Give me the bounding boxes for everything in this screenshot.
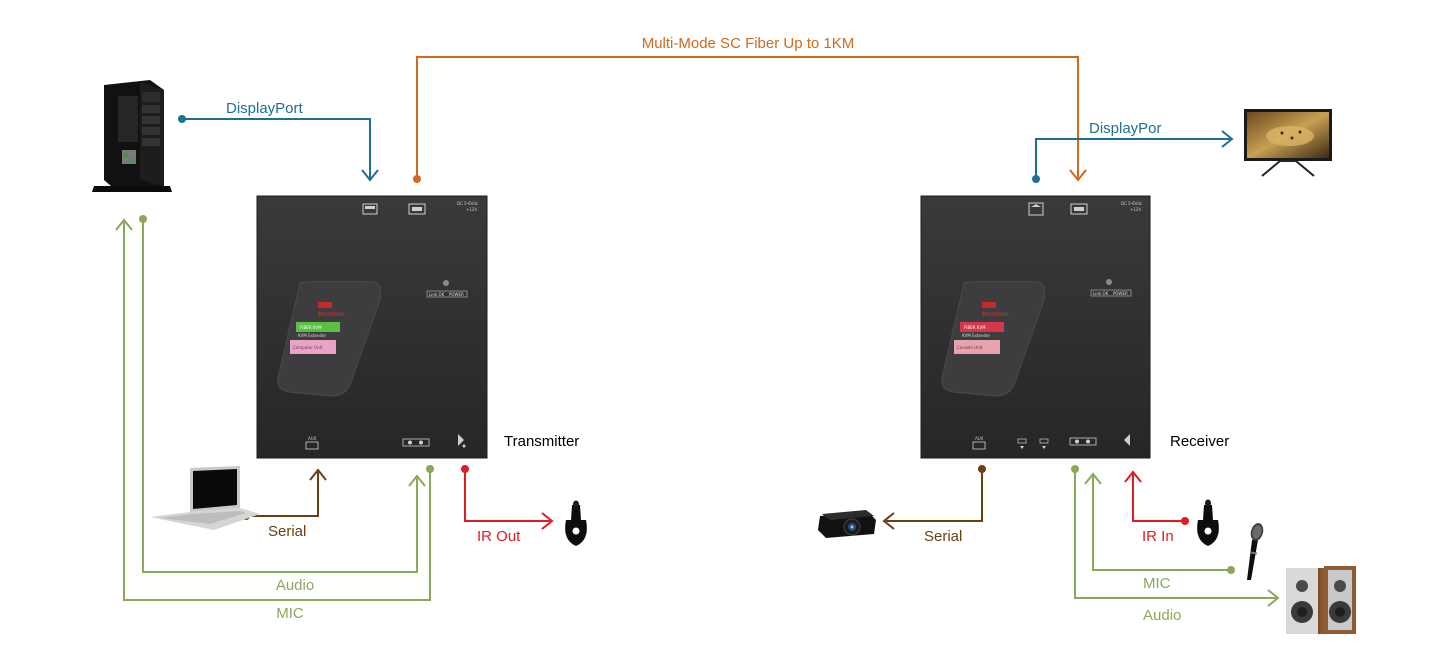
ir-out-dot — [461, 465, 469, 473]
rx-usb-ports-icon — [1017, 438, 1049, 449]
tx-mic-label: MIC — [276, 605, 304, 622]
tx-power-sub: +12V — [466, 207, 477, 212]
rx-led-power: POWER — [1113, 291, 1128, 296]
rx-serial-link — [882, 469, 983, 530]
tx-led-power: POWER — [449, 292, 464, 297]
ir-receiver-icon — [1197, 499, 1219, 546]
ir-in-link — [1124, 470, 1185, 522]
rx-sticker-line2: KVM Extender — [962, 333, 991, 338]
rx-serial-label: Serial — [924, 528, 962, 545]
rx-displayport-port-icon — [1028, 202, 1044, 216]
tx-mic-dot — [426, 465, 434, 473]
rx-displayport-dot — [1032, 175, 1040, 183]
tx-displayport-label: DisplayPort — [226, 100, 304, 117]
rx-mic-dot — [1227, 566, 1235, 574]
rx-fiber-port-icon — [1070, 203, 1088, 215]
ir-in-dot — [1181, 517, 1189, 525]
rx-serial-dot — [978, 465, 986, 473]
rx-audio-ports-icon — [1069, 437, 1097, 446]
rx-displayport-link — [1035, 130, 1234, 178]
tx-audio-dot — [139, 215, 147, 223]
ir-out-label: IR Out — [477, 528, 521, 545]
microphone-icon — [1247, 523, 1264, 580]
rx-sticker-red — [960, 322, 1004, 332]
tx-led-link: Link OK — [429, 292, 445, 297]
ir-in-label: IR In — [1142, 528, 1174, 545]
projector-icon — [818, 510, 876, 538]
rx-mic-link — [1084, 472, 1230, 571]
rx-ir-port-icon — [1124, 434, 1130, 446]
tx-sticker-line1: FIBER KVM — [300, 325, 322, 330]
tx-power-label: DC 5-6Vdc — [457, 201, 478, 206]
tx-serial-link — [246, 468, 327, 517]
fiber-label: Multi-Mode SC Fiber Up to 1KM — [642, 35, 855, 52]
rx-audio-label: Audio — [1143, 607, 1181, 624]
speakers-icon — [1286, 566, 1356, 634]
svg-text:Rextron: Rextron — [318, 311, 345, 318]
tx-mic-link — [115, 218, 431, 601]
laptop-icon — [150, 466, 260, 530]
tx-sticker-line2: KVM Extender — [298, 333, 327, 338]
rx-audio-link — [1074, 469, 1280, 607]
tx-sticker-green — [296, 322, 340, 332]
rx-mic-label: MIC — [1143, 575, 1171, 592]
rx-aux-port-icon — [972, 441, 986, 450]
tx-displayport-link — [182, 118, 379, 182]
tx-displayport-dot — [178, 115, 186, 123]
rx-led-link: Link OK — [1093, 291, 1109, 296]
rx-sticker-line1: FIBER KVM — [964, 325, 986, 330]
rx-displayport-label: DisplayPor — [1089, 120, 1162, 137]
computer-tower-icon — [92, 80, 172, 192]
rx-power-sub: +12V — [1130, 207, 1141, 212]
tx-audio-label: Audio — [276, 577, 314, 594]
ir-out-link — [464, 469, 554, 530]
rx-aux-label: AUX — [975, 436, 984, 441]
rx-sticker-pink — [954, 340, 1000, 354]
rx-led — [1106, 279, 1112, 285]
fiber-port-dot — [413, 175, 421, 183]
tx-aux-port-icon — [305, 441, 319, 450]
tx-label-plate — [277, 280, 382, 397]
monitor-icon — [1244, 109, 1332, 177]
tx-audio-ports-icon — [402, 438, 430, 447]
rx-brand-logo: Rextron — [982, 302, 1009, 318]
tx-sticker-pink — [290, 340, 336, 354]
transmitter-label: Transmitter — [504, 433, 579, 450]
transmitter-unit: DC 5-6Vdc +12V Link OK POWER Rextron FIB… — [256, 195, 488, 459]
tx-serial-label: Serial — [268, 523, 306, 540]
tx-aux-label: AUX — [308, 436, 317, 441]
tx-audio-link — [142, 219, 426, 573]
rx-power-label: DC 5-6Vdc — [1121, 201, 1142, 206]
rx-sticker-line3: Console Unit — [957, 345, 983, 350]
tx-ir-port-icon — [458, 434, 466, 448]
svg-text:Rextron: Rextron — [982, 311, 1009, 318]
receiver-label: Receiver — [1170, 433, 1229, 450]
tx-sticker-line3: Computer Unit — [293, 345, 323, 350]
fiber-link — [416, 56, 1087, 182]
tx-displayport-port-icon — [362, 203, 378, 215]
tx-fiber-port-icon — [408, 203, 426, 215]
rx-label-plate — [941, 280, 1046, 397]
tx-brand-logo: Rextron — [318, 302, 345, 318]
rx-audio-dot — [1071, 465, 1079, 473]
tx-led — [443, 280, 449, 286]
ir-emitter-icon — [565, 500, 587, 546]
receiver-unit: DC 5-6Vdc +12V Link OK POWER Rextron FIB… — [920, 195, 1151, 459]
